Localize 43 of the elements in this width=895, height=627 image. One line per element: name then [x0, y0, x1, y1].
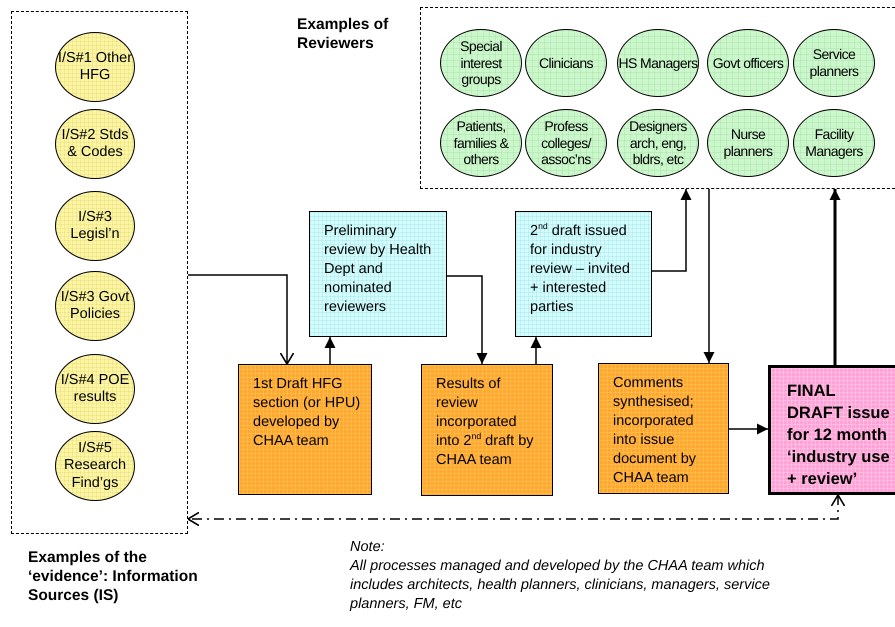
- node-text: Designers arch, eng, bldrs, etc: [628, 118, 688, 168]
- node-text: Govt officers: [712, 54, 784, 72]
- node-text: I/S#3 Legisl’n: [69, 208, 121, 244]
- node-text: FINAL DRAFT issue for 12 month ‘industry use + review’: [787, 382, 890, 488]
- arrow: [704, 189, 714, 363]
- node-text: Special interest groups: [459, 38, 503, 88]
- process-box: [238, 364, 372, 495]
- node-text: Comments synthesised; incorporated into issue document by CHAA team: [613, 375, 696, 486]
- process-box: [598, 363, 729, 494]
- node-text: I/S#4 POE results: [60, 372, 130, 406]
- dashed-group-box: [420, 7, 895, 189]
- process-box: [421, 364, 553, 496]
- node-text: Clinicians: [539, 54, 593, 72]
- arrow: [729, 424, 768, 434]
- group-heading: Examples of the ‘evidence’: Information Sources (IS): [28, 548, 198, 605]
- node-text: 1st Draft HFG section (or HPU) developed by CHAA team: [253, 376, 360, 449]
- node-text: I/S#3 Govt Policies: [60, 288, 130, 324]
- node-text: Preliminary review by Health Dept and nominated reviewers: [324, 223, 432, 315]
- final-box: [768, 365, 895, 495]
- node-text: Profess colleges/ assoc’ns: [540, 118, 592, 168]
- arrow: [447, 275, 488, 364]
- note-heading: Note:: [350, 538, 386, 557]
- group-heading: Examples of Reviewers: [297, 15, 390, 53]
- node-text: I/S#2 Stds & Codes: [60, 126, 130, 162]
- node-text: I/S#1 Other HFG: [56, 50, 134, 84]
- arrow: [652, 189, 692, 272]
- arrow: [530, 337, 542, 364]
- node-text: Facility Managers: [804, 126, 864, 160]
- node-text: Patients, families & others: [452, 118, 510, 168]
- node-text: Nurse planners: [722, 126, 774, 160]
- review-box: [309, 211, 447, 337]
- review-box: [515, 211, 652, 337]
- arrow: [830, 189, 840, 365]
- node-text: Service planners: [808, 46, 860, 80]
- node-text: 2$^{nd}$ draft issued for industry review – invited + interested parties: [530, 223, 630, 315]
- arrow: [187, 494, 846, 526]
- arrow: [324, 337, 336, 364]
- node-text: I/S#5 Research Find’gs: [62, 440, 128, 492]
- dashed-group-box: [11, 11, 188, 534]
- note-text: All processes managed and developed by the CHAA team which includes architects, health planners, clinicians, managers, service planners, FM, etc: [350, 557, 770, 614]
- arrow: [188, 274, 294, 365]
- node-text: Results of review incorporated into 2$^{nd}$ draft by CHAA team: [436, 376, 534, 468]
- node-text: HS Managers: [618, 54, 698, 72]
